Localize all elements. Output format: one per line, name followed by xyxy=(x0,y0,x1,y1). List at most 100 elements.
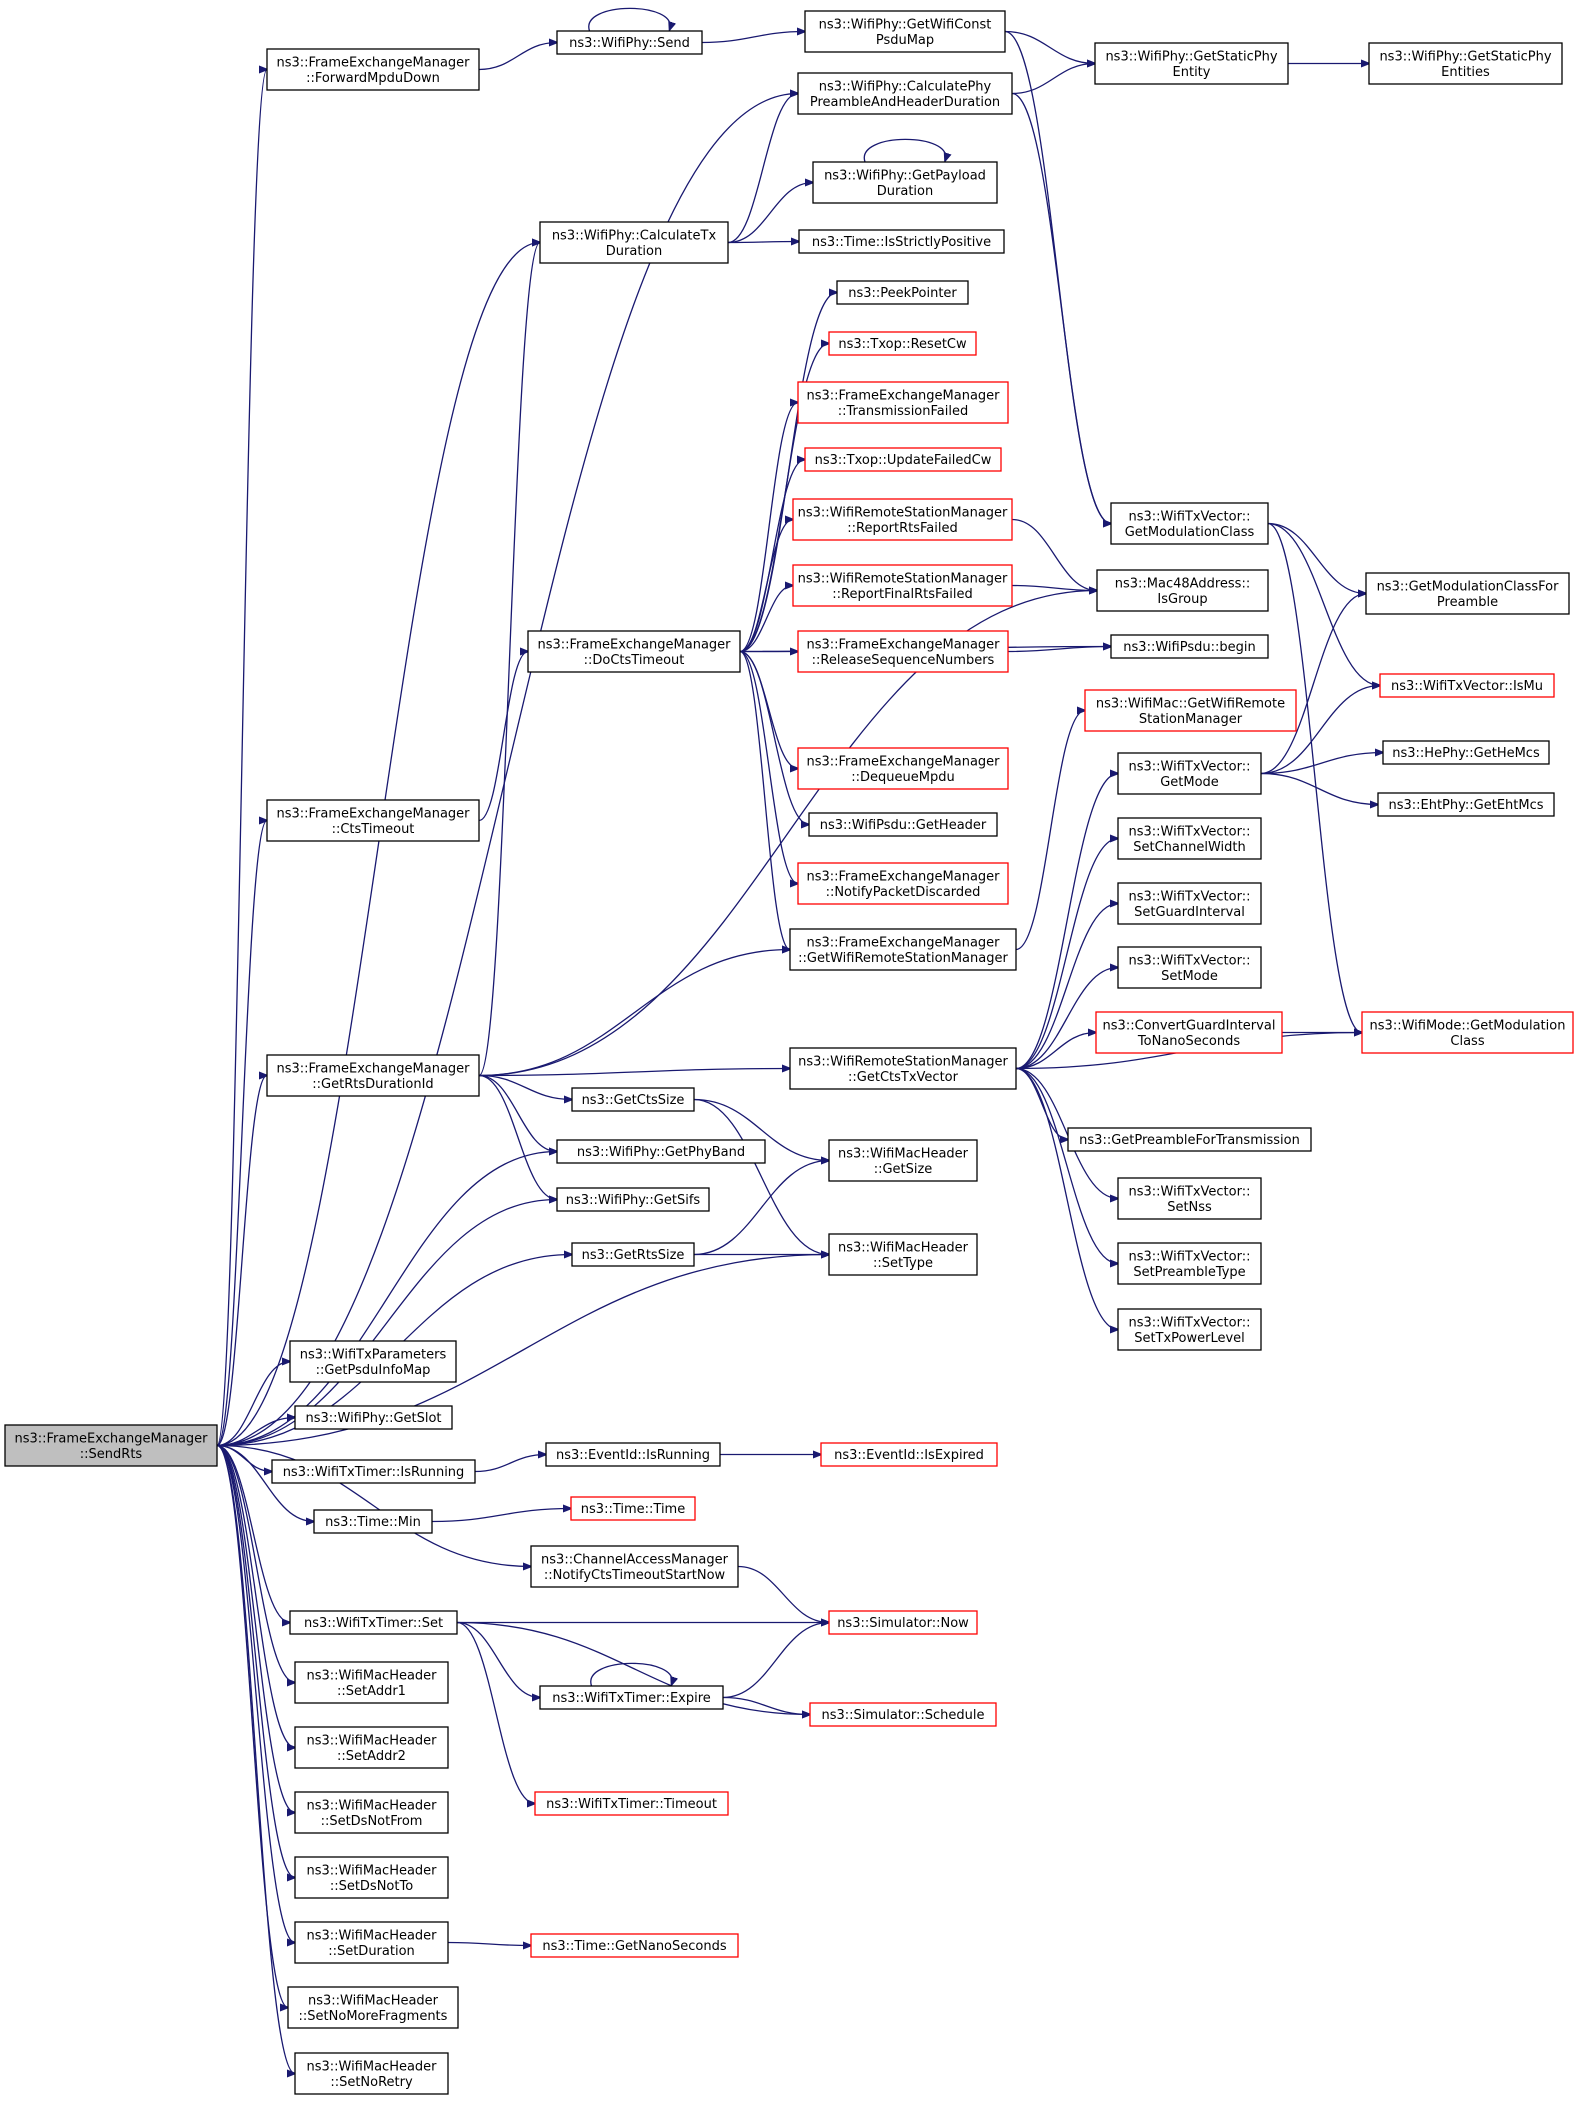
node-setaddr1[interactable]: ns3::WifiMacHeader::SetAddr1 xyxy=(294,1661,449,1704)
node-setpreambletype[interactable]: ns3::WifiTxVector::SetPreambleType xyxy=(1117,1242,1262,1285)
node-setmode[interactable]: ns3::WifiTxVector::SetMode xyxy=(1117,946,1262,989)
node-isgroup[interactable]: ns3::Mac48Address::IsGroup xyxy=(1096,569,1269,612)
node-simnow[interactable]: ns3::Simulator::Now xyxy=(828,1610,978,1635)
node-label: ns3::Simulator::Now xyxy=(837,1616,969,1631)
node-getctstxvector[interactable]: ns3::WifiRemoteStationManager::GetCtsTxV… xyxy=(789,1047,1017,1090)
node-setguard[interactable]: ns3::WifiTxVector::SetGuardInterval xyxy=(1117,882,1262,925)
node-label: ns3::ChannelAccessManager xyxy=(541,1552,729,1567)
edge-getctstxvector-to-setguard xyxy=(1015,904,1118,1070)
node-macgetsize[interactable]: ns3::WifiMacHeader::GetSize xyxy=(828,1139,978,1182)
node-setduration[interactable]: ns3::WifiMacHeader::SetDuration xyxy=(294,1921,449,1964)
node-box xyxy=(4,1424,218,1467)
node-setnss[interactable]: ns3::WifiTxVector::SetNss xyxy=(1117,1177,1262,1220)
node-resetcw[interactable]: ns3::Txop::ResetCw xyxy=(828,331,977,356)
node-label: ns3::WifiMacHeader xyxy=(306,1668,437,1683)
node-psduheader[interactable]: ns3::WifiPsdu::GetHeader xyxy=(808,812,998,837)
node-box xyxy=(797,630,1009,673)
node-label: PsduMap xyxy=(876,33,934,48)
node-getwifiremote[interactable]: ns3::WifiMac::GetWifiRemoteStationManage… xyxy=(1084,689,1297,732)
node-getrtssize[interactable]: ns3::GetRtsSize xyxy=(571,1242,695,1267)
node-fem_getwrsm[interactable]: ns3::FrameExchangeManager::GetWifiRemote… xyxy=(789,928,1017,971)
node-settxpower[interactable]: ns3::WifiTxVector::SetTxPowerLevel xyxy=(1117,1308,1262,1351)
node-notifycts[interactable]: ns3::ChannelAccessManager::NotifyCtsTime… xyxy=(530,1545,739,1588)
node-timerset[interactable]: ns3::WifiTxTimer::Set xyxy=(289,1610,458,1635)
node-box xyxy=(266,799,480,842)
edge-getmodclass-to-modegetmodclass xyxy=(1267,522,1362,1033)
node-notifydiscarded[interactable]: ns3::FrameExchangeManager::NotifyPacketD… xyxy=(797,862,1009,905)
node-getctssize[interactable]: ns3::GetCtsSize xyxy=(571,1087,695,1112)
node-physend[interactable]: ns3::WifiPhy::Send xyxy=(556,30,703,55)
edge-calcpreamble-to-getstaticentity xyxy=(1011,64,1095,95)
node-timemin[interactable]: ns3::Time::Min xyxy=(313,1509,433,1534)
node-label: ns3::EventId::IsRunning xyxy=(556,1448,710,1463)
node-box xyxy=(1382,740,1550,765)
node-modegetmodclass[interactable]: ns3::WifiMode::GetModulationClass xyxy=(1361,1011,1574,1054)
node-setnomorefrag[interactable]: ns3::WifiMacHeader::SetNoMoreFragments xyxy=(287,1986,459,2029)
node-docts[interactable]: ns3::FrameExchangeManager::DoCtsTimeout xyxy=(527,630,741,673)
node-simschedule[interactable]: ns3::Simulator::Schedule xyxy=(809,1702,997,1727)
node-peekpointer[interactable]: ns3::PeekPointer xyxy=(836,280,969,305)
node-label: ::SetDuration xyxy=(328,1944,415,1959)
node-releaseseq[interactable]: ns3::FrameExchangeManager::ReleaseSequen… xyxy=(797,630,1009,673)
node-timertimeout[interactable]: ns3::WifiTxTimer::Timeout xyxy=(534,1791,729,1816)
node-dequeue[interactable]: ns3::FrameExchangeManager::DequeueMpdu xyxy=(797,747,1009,790)
node-reportrtsfailed[interactable]: ns3::WifiRemoteStationManager::ReportRts… xyxy=(792,498,1013,541)
edge-sendrts-to-getslot xyxy=(216,1418,295,1447)
node-label: ns3::WifiMacHeader xyxy=(306,2059,437,2074)
node-eventisrunning[interactable]: ns3::EventId::IsRunning xyxy=(545,1442,721,1467)
node-getsifs[interactable]: ns3::WifiPhy::GetSifs xyxy=(556,1187,710,1212)
node-label: ns3::Txop::UpdateFailedCw xyxy=(815,453,992,468)
node-psdubegin[interactable]: ns3::WifiPsdu::begin xyxy=(1110,634,1269,659)
node-setaddr2[interactable]: ns3::WifiMacHeader::SetAddr2 xyxy=(294,1726,449,1769)
node-ctstimeout[interactable]: ns3::FrameExchangeManager::CtsTimeout xyxy=(266,799,480,842)
node-box xyxy=(1117,1177,1262,1220)
node-timerexpire[interactable]: ns3::WifiTxTimer::Expire xyxy=(539,1685,724,1710)
node-timerisrunning[interactable]: ns3::WifiTxTimer::IsRunning xyxy=(271,1459,476,1484)
node-transfailed[interactable]: ns3::FrameExchangeManager::TransmissionF… xyxy=(797,381,1009,424)
edge-sendrts-to-timemin xyxy=(216,1444,314,1522)
node-timetime[interactable]: ns3::Time::Time xyxy=(570,1496,696,1521)
node-gethemcs[interactable]: ns3::HePhy::GetHeMcs xyxy=(1382,740,1550,765)
node-setchannelwidth[interactable]: ns3::WifiTxVector::SetChannelWidth xyxy=(1117,817,1262,860)
node-reportfinalrts[interactable]: ns3::WifiRemoteStationManager::ReportFin… xyxy=(792,564,1013,607)
node-label: StationManager xyxy=(1139,712,1243,727)
node-getmode[interactable]: ns3::WifiTxVector::GetMode xyxy=(1117,752,1262,795)
node-getslot[interactable]: ns3::WifiPhy::GetSlot xyxy=(294,1405,453,1430)
edge-getmode-to-getmodclassfor xyxy=(1260,594,1366,775)
node-getpreamble[interactable]: ns3::GetPreambleForTransmission xyxy=(1067,1127,1312,1152)
node-getrtsdur[interactable]: ns3::FrameExchangeManager::GetRtsDuratio… xyxy=(266,1054,480,1097)
node-macsettype[interactable]: ns3::WifiMacHeader::SetType xyxy=(828,1233,978,1276)
node-label: ns3::FrameExchangeManager xyxy=(276,55,470,70)
node-setnoretry[interactable]: ns3::WifiMacHeader::SetNoRetry xyxy=(294,2052,449,2095)
node-isstrictly[interactable]: ns3::Time::IsStrictlyPositive xyxy=(798,229,1005,254)
edge-fem_getwrsm-to-getwifiremote xyxy=(1015,711,1085,951)
node-label: ns3::PeekPointer xyxy=(848,286,957,301)
node-box xyxy=(271,1459,476,1484)
node-getehtmcs[interactable]: ns3::EhtPhy::GetEhtMcs xyxy=(1377,792,1555,817)
node-calcpreamble[interactable]: ns3::WifiPhy::CalculatePhyPreambleAndHea… xyxy=(797,72,1013,115)
node-eventisexpired[interactable]: ns3::EventId::IsExpired xyxy=(820,1442,998,1467)
node-getpsduinfo[interactable]: ns3::WifiTxParameters::GetPsduInfoMap xyxy=(289,1340,457,1383)
edge-getctssize-to-macgetsize xyxy=(693,1098,829,1161)
node-sendrts[interactable]: ns3::FrameExchangeManager::SendRts xyxy=(4,1424,218,1467)
edge-getmodclass-to-getmodclassfor xyxy=(1267,522,1366,594)
node-getphyband[interactable]: ns3::WifiPhy::GetPhyBand xyxy=(556,1139,766,1164)
node-updatefailedcw[interactable]: ns3::Txop::UpdateFailedCw xyxy=(804,447,1002,472)
node-label: Duration xyxy=(606,244,662,259)
node-setdsnotfrom[interactable]: ns3::WifiMacHeader::SetDsNotFrom xyxy=(294,1791,449,1834)
node-forwardmpdu[interactable]: ns3::FrameExchangeManager::ForwardMpduDo… xyxy=(266,48,480,91)
node-ismu[interactable]: ns3::WifiTxVector::IsMu xyxy=(1379,673,1555,698)
node-setdsnotto[interactable]: ns3::WifiMacHeader::SetDsNotTo xyxy=(294,1856,449,1899)
node-label: ns3::WifiMacHeader xyxy=(308,1993,439,2008)
edge-getmode-to-gethemcs xyxy=(1260,753,1383,775)
node-getmodclass[interactable]: ns3::WifiTxVector::GetModulationClass xyxy=(1110,502,1269,545)
node-getnanoseconds[interactable]: ns3::Time::GetNanoSeconds xyxy=(530,1933,739,1958)
edge-getwificonst-to-getstaticentity xyxy=(1004,30,1095,64)
